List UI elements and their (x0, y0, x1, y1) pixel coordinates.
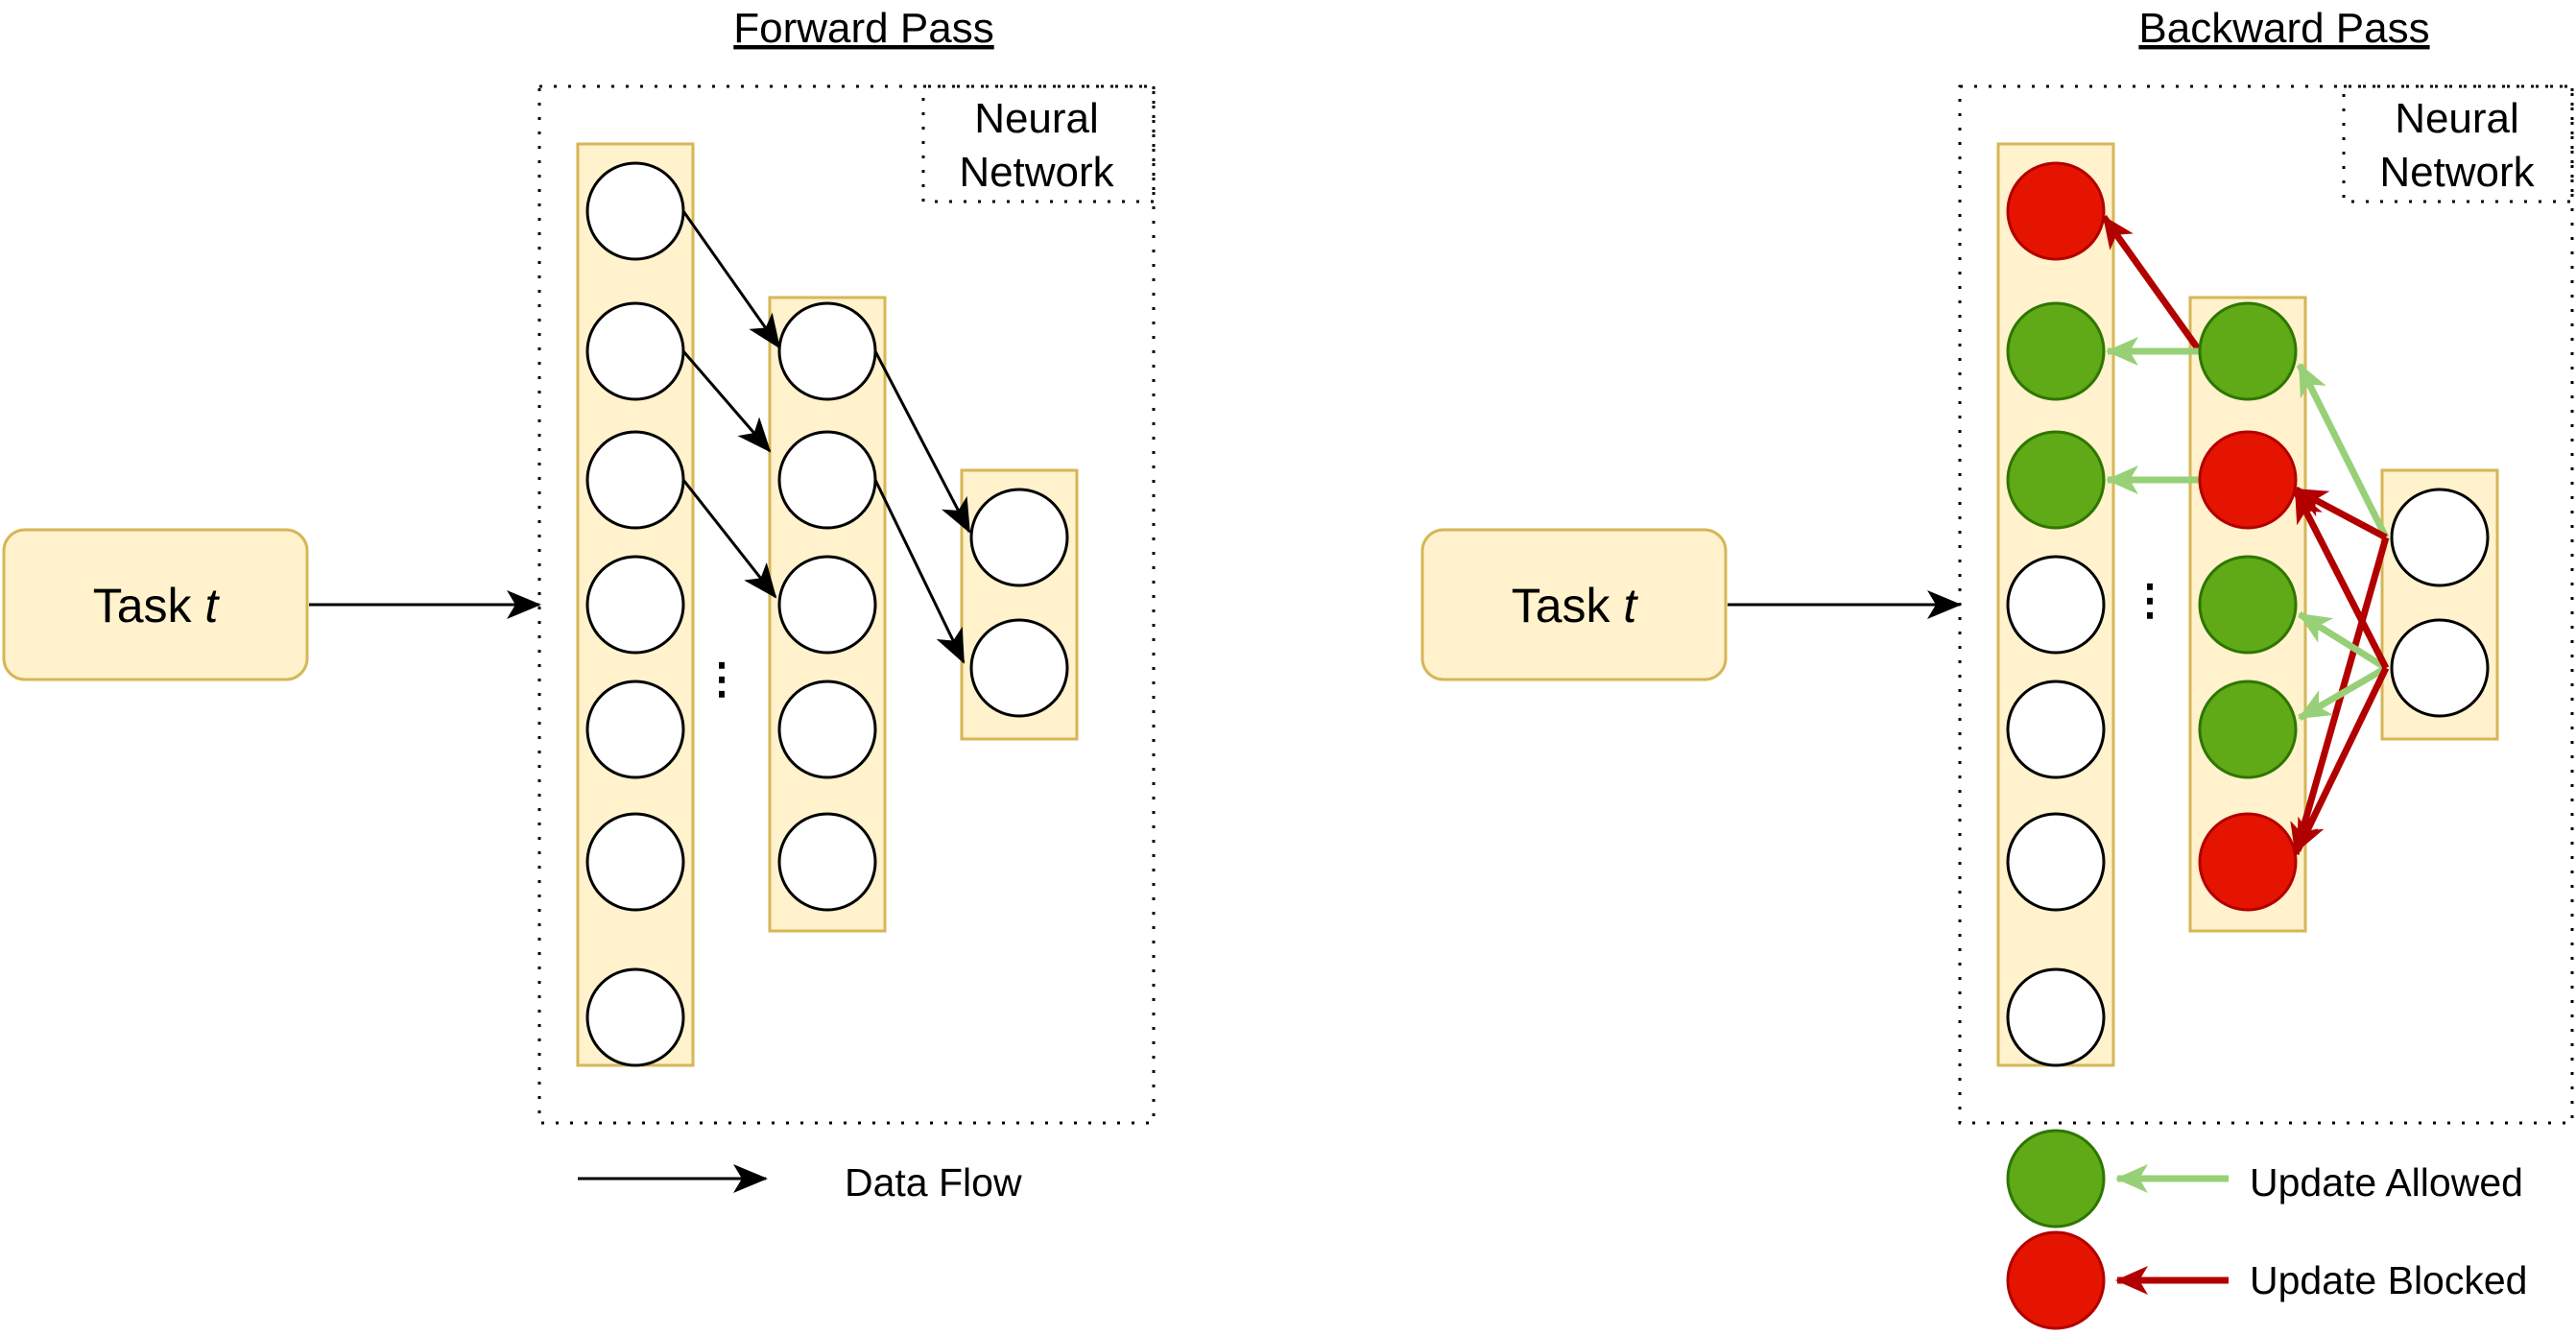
backward-layer-2-nodes (2198, 301, 2298, 912)
flow-arrow (681, 350, 772, 453)
node (585, 430, 685, 530)
node (2006, 555, 2106, 655)
legend-blocked-label: Update Blocked (2250, 1258, 2527, 1302)
blocked-arrow (2292, 489, 2390, 670)
forward-ellipsis: ⋮ (701, 656, 743, 703)
forward-layer-3-nodes (969, 488, 1069, 718)
node (777, 301, 877, 401)
backward-network-label-line2: Network (2379, 149, 2535, 196)
node (585, 161, 685, 261)
node (2006, 967, 2106, 1067)
forward-pass-title: Forward Pass (733, 5, 993, 52)
node-allowed (2198, 555, 2298, 655)
backward-ellipsis: ⋮ (2129, 577, 2171, 624)
node-blocked (2198, 812, 2298, 912)
allowed-arrow (2296, 363, 2390, 539)
forward-task-label: Task t (93, 579, 221, 632)
node (2390, 488, 2490, 587)
forward-layer-2-nodes (777, 301, 877, 912)
node-allowed (2198, 680, 2298, 779)
backward-task-label: Task t (1512, 579, 1639, 632)
node (585, 555, 685, 655)
node (969, 488, 1069, 587)
forward-layer-1-nodes (585, 161, 685, 1067)
forward-task-var: t (204, 579, 220, 632)
node-blocked (2198, 430, 2298, 530)
backward-task-box (1420, 528, 1728, 681)
backward-arrows (2101, 214, 2390, 856)
backward-pass-title: Backward Pass (2138, 5, 2429, 52)
backward-network-boundary (1958, 84, 2574, 1125)
node (777, 430, 877, 530)
backward-layer-3-nodes (2390, 488, 2490, 718)
node (2390, 618, 2490, 718)
backward-task-word: Task (1512, 579, 1611, 632)
legend-allowed-node (2006, 1129, 2106, 1229)
legend-blocked-node (2006, 1230, 2106, 1330)
node (2006, 812, 2106, 912)
forward-arrows (681, 210, 971, 664)
node (777, 812, 877, 912)
forward-network-label-line1: Neural (974, 95, 1099, 142)
backward-task-var: t (1623, 579, 1638, 632)
node-allowed (2006, 430, 2106, 530)
forward-task-word: Task (93, 579, 193, 632)
node-allowed (2198, 301, 2298, 401)
node (585, 967, 685, 1067)
blocked-arrow (2101, 214, 2203, 354)
allowed-arrow (2298, 611, 2388, 671)
node (585, 301, 685, 401)
flow-arrow (873, 350, 971, 534)
forward-task-box (2, 528, 309, 681)
allowed-arrow (2298, 664, 2388, 722)
node (777, 680, 877, 779)
backward-layer-1-nodes (2006, 161, 2106, 1067)
flow-arrow (681, 479, 777, 599)
forward-network-label-box (921, 84, 1156, 203)
node (585, 812, 685, 912)
node-allowed (2006, 301, 2106, 401)
forward-network-label-line2: Network (959, 149, 1114, 196)
blocked-arrow (2294, 666, 2390, 852)
node-blocked (2006, 161, 2106, 261)
legend-allowed-label: Update Allowed (2250, 1160, 2523, 1205)
node (585, 680, 685, 779)
node (777, 555, 877, 655)
node (2006, 680, 2106, 779)
legend-data-flow-label: Data Flow (845, 1160, 1022, 1205)
flow-arrow (873, 479, 966, 664)
node (969, 618, 1069, 718)
backward-network-label-line1: Neural (2395, 95, 2519, 142)
flow-arrow (681, 210, 781, 349)
forward-network-boundary (537, 84, 1156, 1125)
